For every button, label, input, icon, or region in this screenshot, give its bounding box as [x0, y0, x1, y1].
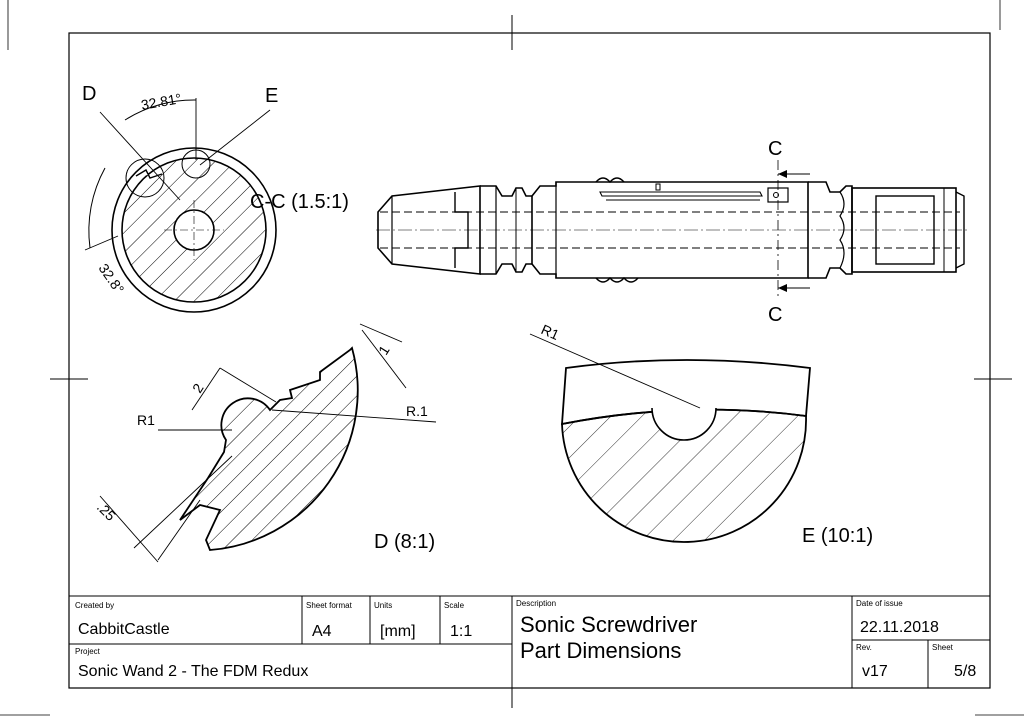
cut-label-top: C: [768, 138, 782, 160]
scale-value: 1:1: [450, 623, 472, 640]
cut-label-bottom: C: [768, 304, 782, 326]
radius-r1-e: R1: [539, 321, 562, 343]
title-block: Created by CabbitCastle Sheet format A4 …: [69, 595, 990, 688]
angle-dim-top: 32.81°: [140, 90, 183, 113]
sheet-number-value: 5/8: [954, 663, 976, 680]
section-view-c-c: 32.81° 32.8° D E C-C (1.5:1): [82, 83, 349, 313]
section-label: C-C (1.5:1): [250, 191, 349, 213]
description-line2: Part Dimensions: [520, 638, 681, 663]
scale-caption: Scale: [444, 601, 465, 610]
units-caption: Units: [374, 601, 392, 610]
rev-value: v17: [862, 663, 888, 680]
radius-r01: R.1: [406, 403, 428, 419]
date-caption: Date of issue: [856, 599, 903, 608]
created-by-value: CabbitCastle: [78, 621, 170, 638]
detail-view-e: R1 E (10:1): [529, 321, 873, 547]
sheet-caption: Sheet: [932, 643, 954, 652]
side-view: C C: [376, 138, 970, 326]
description-caption: Description: [516, 599, 556, 608]
dim-1: 1: [375, 342, 393, 357]
dim-025: .25: [94, 499, 119, 524]
detail-d-label: D (8:1): [374, 531, 435, 553]
sheet-format-caption: Sheet format: [306, 601, 353, 610]
detail-e-label: E (10:1): [802, 525, 873, 547]
rev-caption: Rev.: [856, 643, 872, 652]
angle-dim-left: 32.8°: [96, 261, 128, 297]
detail-view-d: 2 1 R1 R.1 .25 D (8:1): [94, 323, 437, 563]
radius-r1-d: R1: [137, 412, 155, 428]
project-caption: Project: [75, 647, 101, 656]
description-line1: Sonic Screwdriver: [520, 612, 697, 637]
detail-ref-d: D: [82, 83, 96, 105]
date-value: 22.11.2018: [860, 619, 939, 636]
created-by-caption: Created by: [75, 601, 114, 610]
detail-ref-e: E: [265, 85, 278, 107]
project-value: Sonic Wand 2 - The FDM Redux: [78, 663, 308, 680]
sheet-format-value: A4: [312, 623, 332, 640]
units-value: [mm]: [380, 623, 416, 640]
dim-2: 2: [189, 380, 207, 395]
